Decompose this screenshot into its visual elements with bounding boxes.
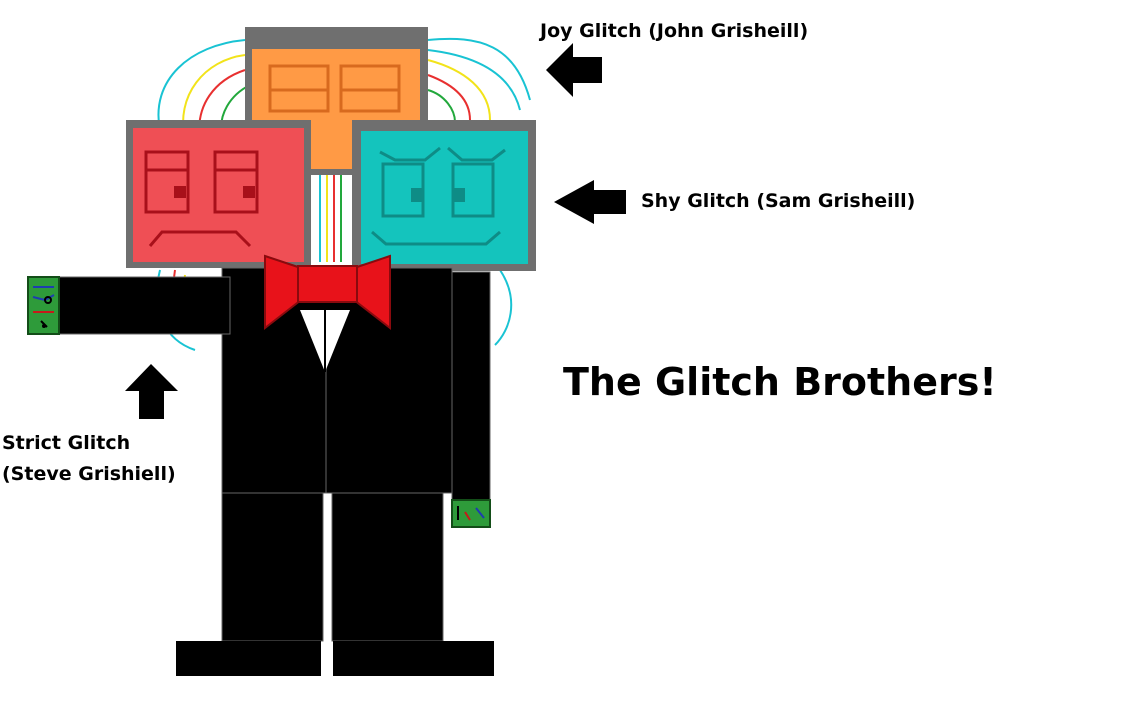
shy-glitch-head [352, 120, 536, 271]
left-arm [27, 276, 231, 335]
joy-glitch-label: Joy Glitch (John Grisheill) [540, 20, 809, 42]
shy-glitch-label: Shy Glitch (Sam Grisheill) [641, 190, 916, 212]
arrow-left-icon [546, 43, 602, 97]
arrow-left-icon [554, 180, 626, 224]
right-arm [451, 271, 491, 528]
legs [176, 492, 494, 676]
suit-body [221, 267, 453, 494]
page-title: The Glitch Brothers! [563, 360, 997, 404]
strict-glitch-label-line2: (Steve Grishiell) [2, 463, 176, 485]
arrow-up-icon [125, 364, 178, 419]
strict-glitch-label-line1: Strict Glitch [2, 432, 131, 454]
strict-glitch-head [126, 120, 311, 268]
bow-tie [264, 254, 391, 331]
